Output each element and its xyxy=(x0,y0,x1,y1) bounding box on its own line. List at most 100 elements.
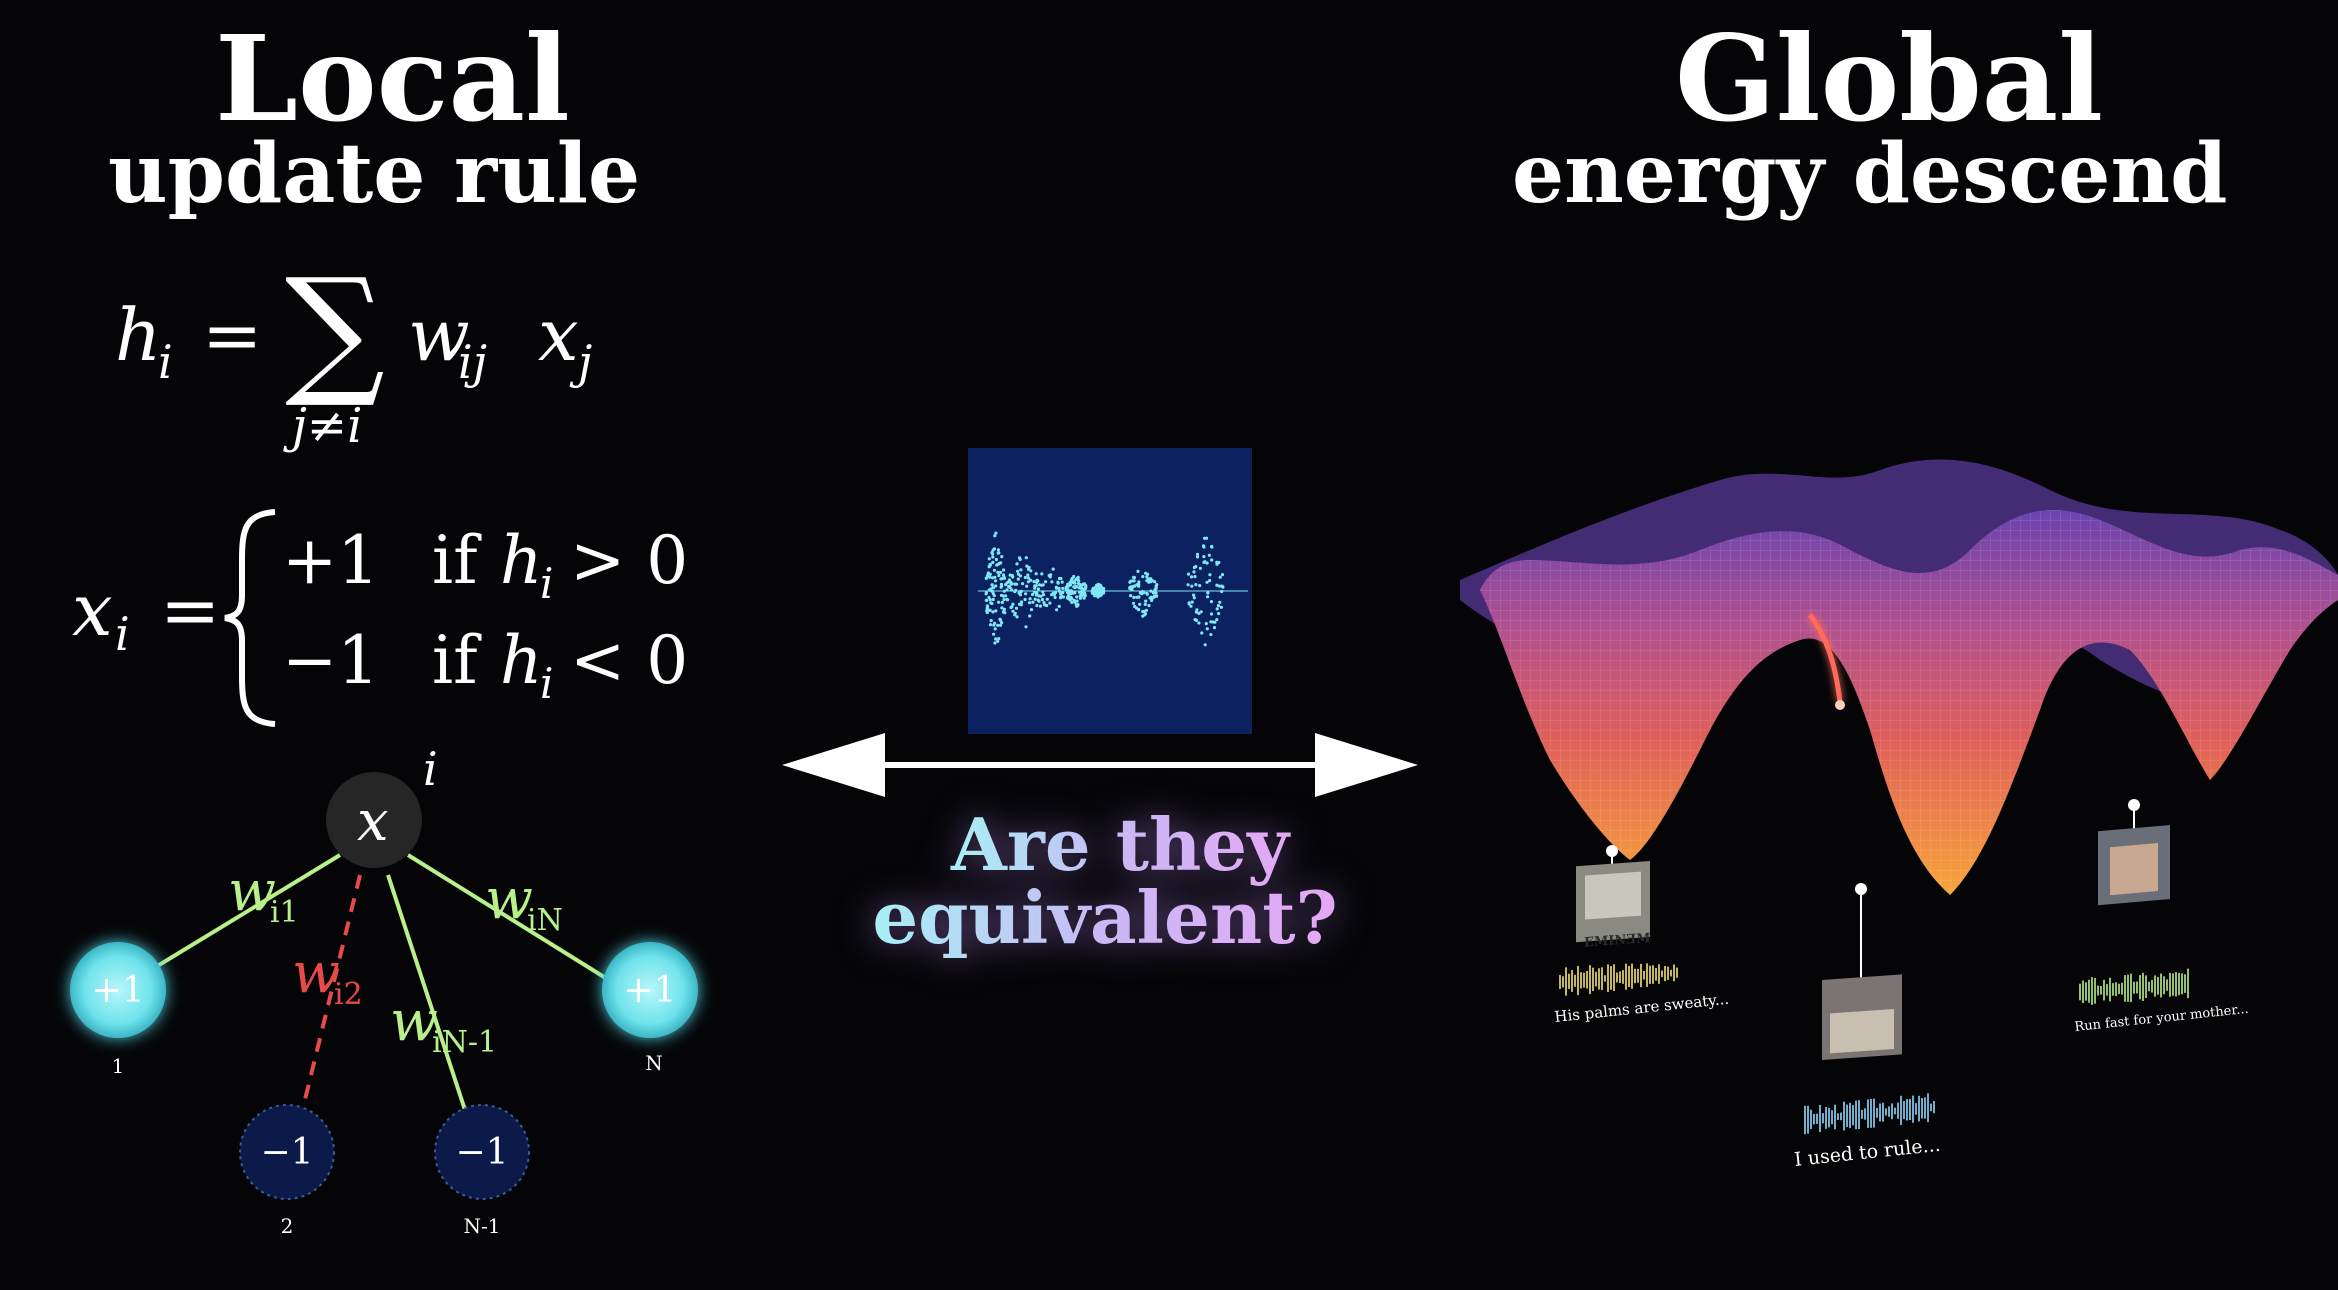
waveform-dot xyxy=(1006,598,1010,602)
waveform-dot xyxy=(1013,590,1017,594)
waveform-dot xyxy=(1061,591,1065,595)
question-text: Are they equivalent? xyxy=(872,802,1337,960)
svg-text:w: w xyxy=(390,989,438,1054)
waveform-dot xyxy=(1031,600,1035,604)
waveform-dot xyxy=(1217,584,1222,588)
waveform-dot xyxy=(1206,595,1210,599)
waveform-dot xyxy=(1221,585,1225,589)
waveform-dot xyxy=(1143,613,1147,617)
waveform-dot xyxy=(987,557,991,561)
waveform-dot xyxy=(1029,578,1033,582)
double-arrow xyxy=(782,733,1418,797)
waveform-dot xyxy=(1024,556,1028,560)
case2-h: h xyxy=(500,622,543,699)
weight-label-iN: w iN xyxy=(485,867,563,938)
waveform-dot xyxy=(997,573,1001,578)
case2-value: −1 xyxy=(282,622,379,699)
waveform-dot xyxy=(996,623,1000,627)
waveform-dot xyxy=(1137,608,1141,612)
waveform-dot xyxy=(1061,586,1065,590)
sum-symbol: ∑ xyxy=(285,260,385,412)
waveform-dot xyxy=(1187,601,1191,605)
waveform-dot xyxy=(1037,594,1041,598)
waveform-dot xyxy=(1132,579,1136,583)
waveform-dot xyxy=(1186,583,1190,587)
waveform-dot xyxy=(989,601,993,605)
waveform-dot xyxy=(984,592,988,596)
waveform-dot xyxy=(996,639,1000,643)
sum-index: j≠i xyxy=(283,398,362,454)
waveform-dot xyxy=(1072,574,1076,579)
waveform-dot xyxy=(1083,591,1087,595)
waveform-dot xyxy=(997,637,1001,641)
waveform-dot xyxy=(1193,618,1197,622)
waveform-dot xyxy=(998,623,1003,627)
waveform-dot xyxy=(1033,586,1037,590)
svg-text:−1: −1 xyxy=(260,1132,313,1173)
waveform-dot xyxy=(1197,611,1201,615)
waveform-dot xyxy=(994,579,998,583)
waveform-dot xyxy=(1132,576,1136,580)
edge-iN xyxy=(406,853,627,992)
waveform-dot xyxy=(1195,552,1200,556)
waveform-dot xyxy=(1045,603,1049,608)
center-neuron-index: i xyxy=(423,742,438,796)
waveform-dot xyxy=(1197,621,1201,625)
waveform-dot xyxy=(1033,597,1037,601)
waveform-dot xyxy=(1036,579,1040,583)
waveform-dot xyxy=(1037,599,1041,603)
waveform-dot xyxy=(1145,592,1149,596)
waveform-dot xyxy=(1059,576,1063,581)
waveform-dot xyxy=(1192,596,1196,600)
memory-waveform-2 xyxy=(1804,1093,1935,1135)
waveform-dot xyxy=(989,619,993,623)
waveform-dot xyxy=(1204,622,1208,626)
waveform-dot xyxy=(1015,615,1019,619)
waveform-dot xyxy=(1215,607,1219,611)
waveform-dot xyxy=(1005,581,1009,585)
waveform-dot xyxy=(1018,574,1022,578)
waveform-dot xyxy=(1201,544,1206,548)
waveform-dot xyxy=(1002,568,1006,572)
waveform-dot xyxy=(1051,591,1055,595)
waveform-dot xyxy=(1137,580,1141,584)
waveform-dot xyxy=(1034,593,1038,597)
eq-h-sub: i xyxy=(158,335,173,389)
album-cover-1-text: EMINƎM xyxy=(1584,931,1650,951)
memory-card-1: EMINƎM His palms are sweaty... xyxy=(1554,861,1730,1026)
waveform-dot xyxy=(1132,595,1136,599)
waveform-dot xyxy=(999,570,1003,574)
waveform-dot xyxy=(1037,583,1042,587)
waveform-dot xyxy=(1084,585,1088,589)
waveform-dot xyxy=(1019,568,1023,572)
svg-text:i1: i1 xyxy=(270,895,299,930)
waveform-dot xyxy=(1083,582,1087,586)
waveform-dot xyxy=(1074,584,1078,589)
waveform-dot xyxy=(1029,608,1034,612)
waveform-dot xyxy=(997,551,1001,555)
waveform-dot xyxy=(1209,633,1213,637)
waveform-dot xyxy=(1205,627,1209,631)
eq-w-var: w xyxy=(408,293,470,377)
waveform-panel xyxy=(968,448,1252,734)
waveform-dot xyxy=(1016,569,1020,573)
waveform-dot xyxy=(1011,602,1015,606)
waveform-dot xyxy=(994,609,998,613)
waveform-dot xyxy=(999,593,1004,597)
waveform-dot xyxy=(1004,594,1008,598)
waveform-dot xyxy=(1054,586,1059,590)
waveform-dot xyxy=(1008,573,1012,577)
waveform-dot xyxy=(1192,593,1196,597)
waveform-dot xyxy=(1045,597,1049,601)
waveform-dot xyxy=(1041,583,1045,587)
waveform-dot xyxy=(994,637,998,641)
waveform-dot xyxy=(1143,602,1147,606)
svg-text:iN-1: iN-1 xyxy=(432,1025,497,1060)
waveform-dot xyxy=(1011,609,1015,613)
waveform-dot xyxy=(990,583,994,587)
eq-x-lhs-var: x xyxy=(72,568,113,652)
waveform-dot xyxy=(988,623,993,627)
waveform-dot xyxy=(1146,572,1150,576)
album-cover-1-face xyxy=(1585,871,1641,920)
waveform-dot xyxy=(1040,572,1044,576)
